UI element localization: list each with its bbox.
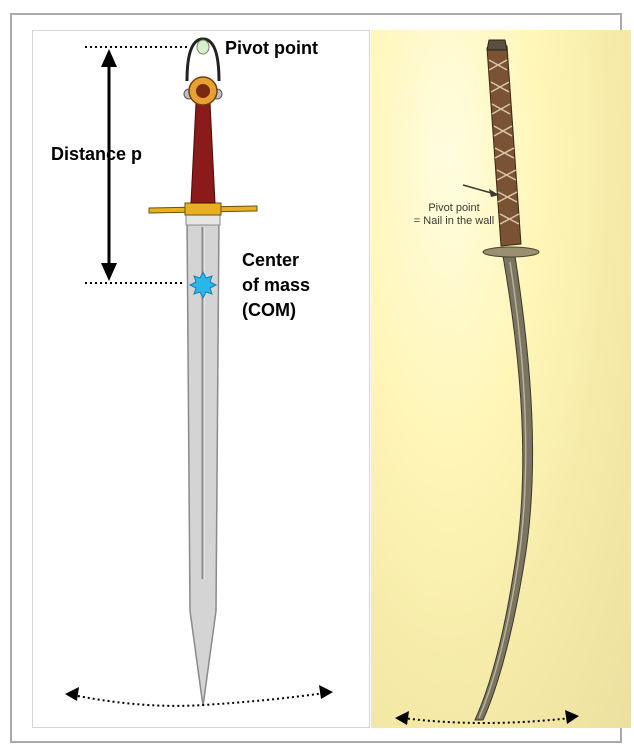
grip [191,103,215,203]
com-label-line2: of mass [242,274,310,296]
pivot-point-marker [197,40,209,54]
distance-arrow-bottom-head [101,263,117,281]
pivot-point-label: Pivot point [225,37,318,59]
katana-blade [475,256,533,720]
com-label-line1: Center [242,249,299,271]
katana-pivot-note-line2: = Nail in the wall [389,215,519,228]
katana-photo-panel: Pivot point = Nail in the wall [371,30,631,728]
distance-label: Distance p [51,143,142,165]
sword-diagram [33,31,371,729]
com-label-line3: (COM) [242,299,296,321]
katana-pommel-cap [487,40,507,50]
katana-swing-arrow-path [403,718,571,723]
swing-arrow-left-head [65,687,79,701]
left-diagram-panel: Pivot point Distance p Center of mass (C… [32,30,370,728]
distance-arrow-top-head [101,49,117,67]
katana-swing-left-head [395,711,409,725]
katana-swing-right-head [565,710,579,724]
center-of-mass-marker [190,272,216,298]
katana-tsuba [483,247,539,257]
swing-arrow-right-head [319,685,333,699]
swing-arrow-path [73,693,325,706]
katana-pivot-note-line1: Pivot point [389,202,519,215]
katana-photo [371,30,631,728]
